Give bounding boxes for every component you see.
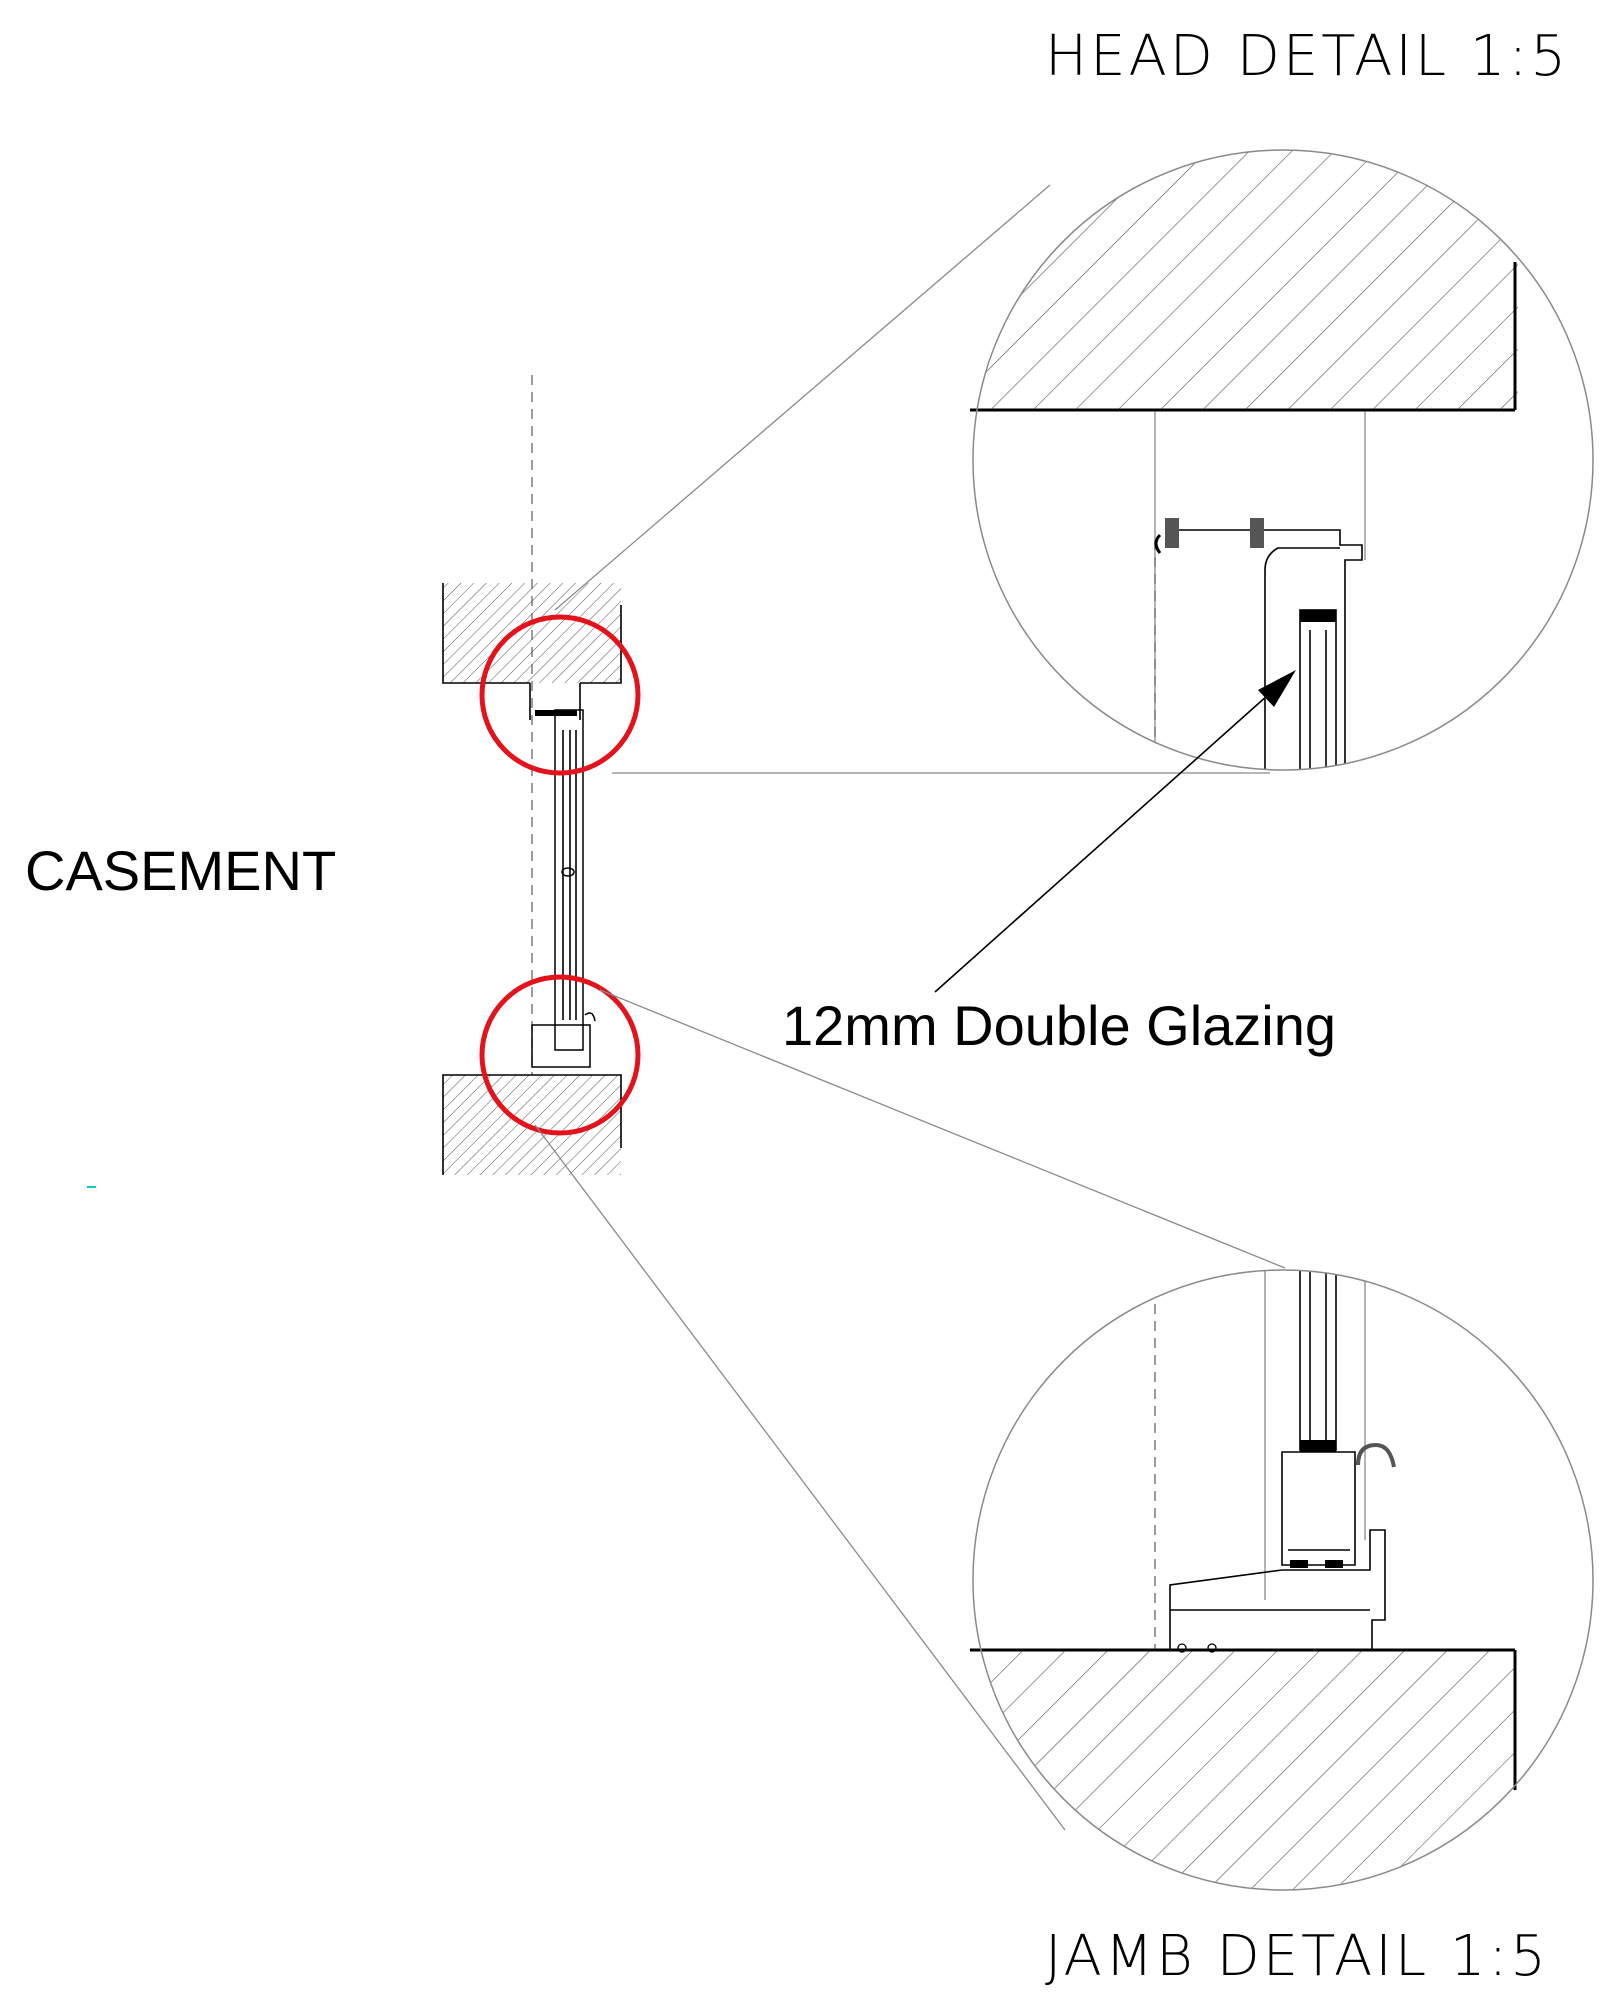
overall-section xyxy=(442,375,641,1175)
glazing-leader xyxy=(934,670,1296,993)
frame-outer xyxy=(554,709,584,1051)
head-detail-circle xyxy=(970,149,1594,771)
sill-frame xyxy=(531,1024,591,1068)
head-fixing-2 xyxy=(1250,518,1264,548)
head-frame-profile xyxy=(1170,529,1363,770)
head-detail-masonry xyxy=(973,150,1520,410)
leader-lines xyxy=(534,184,1286,1831)
jamb-sash-profile xyxy=(1281,1451,1356,1566)
glazing-bead-mid xyxy=(561,867,575,877)
head-reveal xyxy=(529,683,581,720)
head-masonry-outline xyxy=(442,583,622,684)
head-detail-outline xyxy=(972,149,1594,771)
head-fixings xyxy=(535,710,577,716)
casement-label: CASEMENT xyxy=(25,839,336,902)
glazing-note: 12mm Double Glazing xyxy=(782,994,1336,1057)
jamb-detail-outline xyxy=(972,1269,1594,1891)
head-glass-unit xyxy=(1299,609,1337,770)
jamb-callout-circle xyxy=(479,974,641,1136)
jamb-detail-title: JAMB DETAIL 1:5 xyxy=(1045,1924,1549,1989)
drip-hook xyxy=(584,1012,596,1022)
sill-masonry-outline xyxy=(442,1074,622,1175)
jamb-detail-masonry xyxy=(973,1650,1520,1890)
glazing-arrowhead xyxy=(1258,670,1296,707)
head-detail-title: HEAD DETAIL 1:5 xyxy=(1045,24,1569,89)
jamb-glass-unit xyxy=(1299,1270,1337,1451)
head-masonry xyxy=(443,583,621,683)
jamb-drip-hook xyxy=(1356,1442,1396,1468)
head-callout-circle xyxy=(479,614,641,776)
jamb-sill-profile xyxy=(1169,1529,1386,1650)
head-fixing-1 xyxy=(1165,518,1179,548)
jamb-detail-circle xyxy=(970,1269,1594,1891)
